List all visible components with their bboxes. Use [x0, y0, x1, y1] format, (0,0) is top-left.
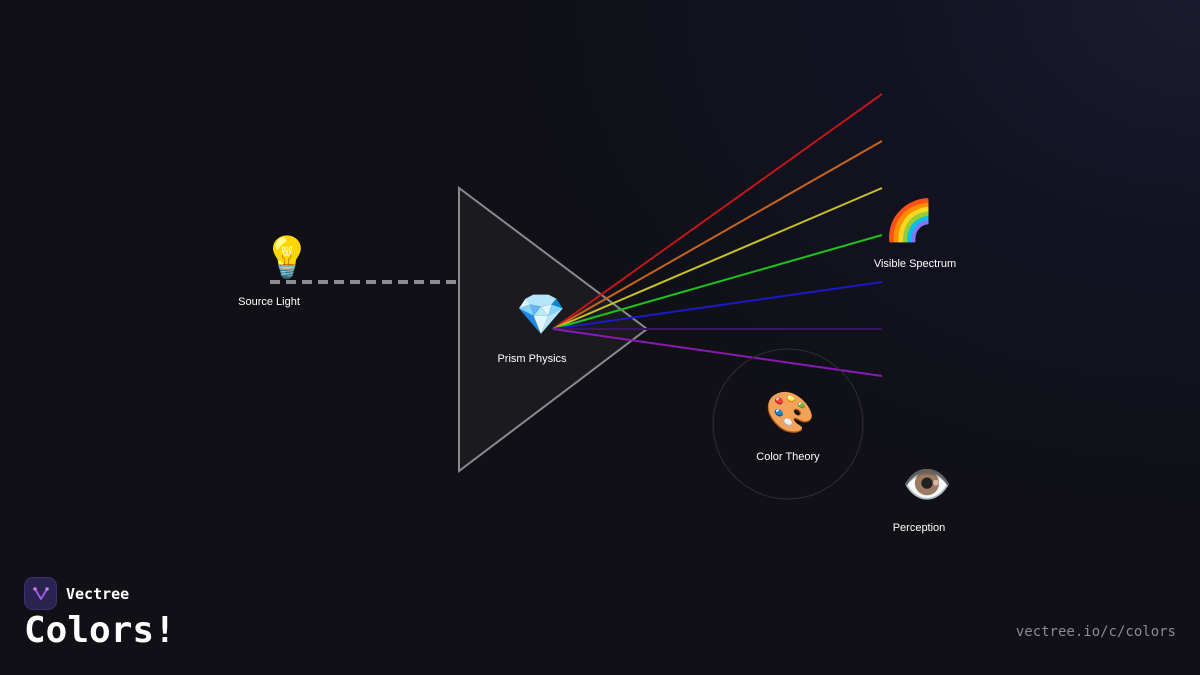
brand: Vectree [24, 577, 129, 610]
page-title: Colors! [24, 610, 176, 651]
site-url[interactable]: vectree.io/c/colors [1015, 624, 1176, 640]
spectrum-ray [552, 93, 883, 330]
palette-icon: 🎨 [765, 390, 815, 436]
color-theory-label: Color Theory [756, 451, 820, 463]
spectrum-ray [552, 140, 883, 330]
spectrum-ray [552, 281, 883, 330]
source-light-label: Source Light [238, 296, 300, 308]
light-bulb-icon: 💡 [262, 235, 312, 281]
visible-spectrum-label: Visible Spectrum [873, 258, 957, 270]
perception-label: Perception [892, 522, 946, 534]
brand-name: Vectree [66, 584, 130, 603]
spectrum-ray [552, 328, 883, 377]
gem-icon: 💎 [516, 292, 566, 338]
spectrum-rays [552, 93, 883, 377]
color-theory-ring [712, 348, 864, 500]
vectree-logo-icon [24, 577, 57, 610]
eye-icon: 👁️ [902, 462, 952, 508]
spectrum-ray [552, 234, 883, 330]
spectrum-ray [552, 187, 883, 330]
rainbow-icon: 🌈 [884, 198, 934, 244]
prism-physics-label: Prism Physics [497, 353, 567, 365]
